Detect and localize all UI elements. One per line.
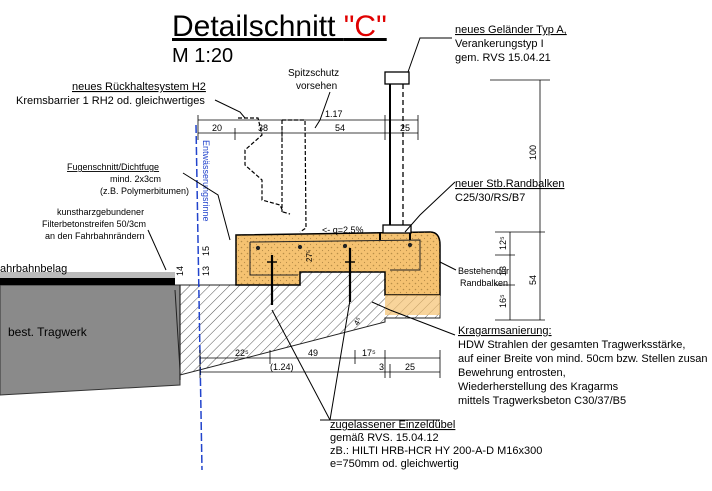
dim-left-15: 15 — [201, 246, 211, 256]
top-dimensions — [197, 115, 419, 140]
svg-text:kunstharzgebundener: kunstharzgebundener — [57, 207, 144, 217]
svg-text:Verankerungstyp I: Verankerungstyp I — [455, 38, 544, 50]
tragwerk-label: best. Tragwerk — [8, 325, 88, 339]
new-edge-beam — [235, 231, 441, 315]
svg-text:Randbalken: Randbalken — [460, 278, 508, 288]
annotation-kragarm: Kragarmsanierung: HDW Strahlen der gesam… — [458, 325, 707, 407]
drawing-scale: M 1:20 — [172, 45, 233, 67]
dim-right-54: 54 — [528, 275, 538, 285]
fahrbahnbelag-label: ahrbahnbelag — [0, 263, 67, 275]
dim-top-total: 1.17 — [325, 109, 343, 119]
dim-right-13: 13 — [498, 266, 508, 276]
annotation-randbalken-neu: neuer Stb.Randbalken C25/30/RS/B7 — [455, 178, 564, 204]
svg-text:Filterbetonstreifen 50/3cm: Filterbetonstreifen 50/3cm — [42, 219, 146, 229]
leader-lines — [147, 37, 457, 421]
svg-text:Wiederherstellung des Kragarms: Wiederherstellung des Kragarms — [458, 381, 619, 393]
road-surface: ahrbahnbelag — [0, 263, 175, 285]
svg-text:Kragarmsanierung:: Kragarmsanierung: — [458, 325, 552, 337]
svg-text:mittels Tragwerksbeton C30/37/: mittels Tragwerksbeton C30/37/B5 — [458, 395, 626, 407]
dim-bottom-124: (1.24) — [270, 362, 294, 372]
svg-text:an den Fahrbahnrändern: an den Fahrbahnrändern — [45, 231, 145, 241]
drawing-title: Detailschnitt "C" — [172, 10, 387, 43]
svg-text:Kremsbarrier 1 RH2 od. gleichw: Kremsbarrier 1 RH2 od. gleichwertiges — [16, 95, 205, 107]
svg-text:zB.: HILTI HRB-HCR HY 200-A-D: zB.: HILTI HRB-HCR HY 200-A-D M16x300 — [330, 445, 542, 457]
gefaelle-label: <- q=2,5% — [322, 225, 364, 235]
svg-text:neuer Stb.Randbalken: neuer Stb.Randbalken — [455, 178, 564, 190]
dim-right-165: 16⁵ — [498, 294, 508, 308]
dim-misc-45: 4⁵ — [352, 316, 364, 327]
annotation-filter: kunstharzgebundener Filterbetonstreifen … — [42, 207, 146, 241]
dim-top-25: 25 — [400, 123, 410, 133]
svg-text:(z.B. Polymerbitumen): (z.B. Polymerbitumen) — [100, 186, 189, 196]
svg-text:Bestehender: Bestehender — [458, 266, 509, 276]
annotation-gelaender: neues Geländer Typ A, Verankerungstyp I … — [455, 24, 567, 64]
railing-post — [379, 71, 412, 240]
bottom-dimensions — [199, 350, 441, 378]
svg-text:gemäß RVS. 15.04.12: gemäß RVS. 15.04.12 — [330, 432, 439, 444]
dim-bottom-3: 3 — [379, 362, 384, 372]
drain-axis-line — [195, 124, 203, 471]
svg-text:mind. 2x3cm: mind. 2x3cm — [110, 174, 161, 184]
svg-text:zugelassener Einzeldübel: zugelassener Einzeldübel — [330, 419, 455, 431]
svg-text:Fugenschnitt/Dichtfuge: Fugenschnitt/Dichtfuge — [67, 162, 159, 172]
reinforcement — [249, 239, 421, 276]
dim-bottom-49: 49 — [308, 348, 318, 358]
svg-text:neues Geländer Typ A,: neues Geländer Typ A, — [455, 24, 567, 36]
right-dimensions — [490, 79, 550, 321]
dim-left-14: 14 — [175, 266, 185, 276]
annotation-rueckhalt: neues Rückhaltesystem H2 Kremsbarrier 1 … — [16, 81, 206, 107]
dim-right-125: 12⁵ — [498, 236, 508, 250]
svg-text:gem. RVS 15.04.21: gem. RVS 15.04.21 — [455, 52, 551, 64]
annotation-fuge: Fugenschnitt/Dichtfuge mind. 2x3cm (z.B.… — [67, 162, 189, 196]
dim-top-20: 20 — [212, 123, 222, 133]
dim-right-100: 100 — [528, 145, 538, 160]
svg-text:e=750mm od. gleichwertig: e=750mm od. gleichwertig — [330, 458, 459, 470]
svg-text:auf einer Breite von mind. 50c: auf einer Breite von mind. 50cm bzw. Ste… — [458, 353, 707, 365]
dowels — [267, 248, 355, 305]
annotation-duebel: zugelassener Einzeldübel gemäß RVS. 15.0… — [330, 419, 542, 470]
svg-text:Spitzschutz: Spitzschutz — [288, 68, 339, 79]
annotation-randbalken-bestehend: Bestehender Randbalken — [458, 266, 509, 288]
dim-bottom-175: 17⁵ — [362, 348, 376, 358]
svg-text:C25/30/RS/B7: C25/30/RS/B7 — [455, 192, 525, 204]
svg-text:HDW Strahlen der gesamten Trag: HDW Strahlen der gesamten Tragwerksstärk… — [458, 339, 685, 351]
entwaesserung-label: Entwässerungsrinne — [201, 140, 211, 222]
svg-text:vorsehen: vorsehen — [296, 81, 337, 92]
annotation-spitzschutz: Spitzschutz vorsehen — [288, 68, 339, 92]
dim-left-13: 13 — [201, 266, 211, 276]
barrier — [238, 117, 307, 233]
existing-deck: best. Tragwerk — [0, 284, 181, 396]
svg-text:neues Rückhaltesystem H2: neues Rückhaltesystem H2 — [72, 81, 206, 93]
svg-text:Bewehrung entrosten,: Bewehrung entrosten, — [458, 367, 566, 379]
dim-top-38: 38 — [258, 123, 268, 133]
dim-bottom-225: 22⁵ — [235, 348, 249, 358]
dim-bottom-25: 25 — [405, 362, 415, 372]
dim-top-54: 54 — [335, 123, 345, 133]
dim-misc-275: 27⁵ — [305, 250, 314, 262]
